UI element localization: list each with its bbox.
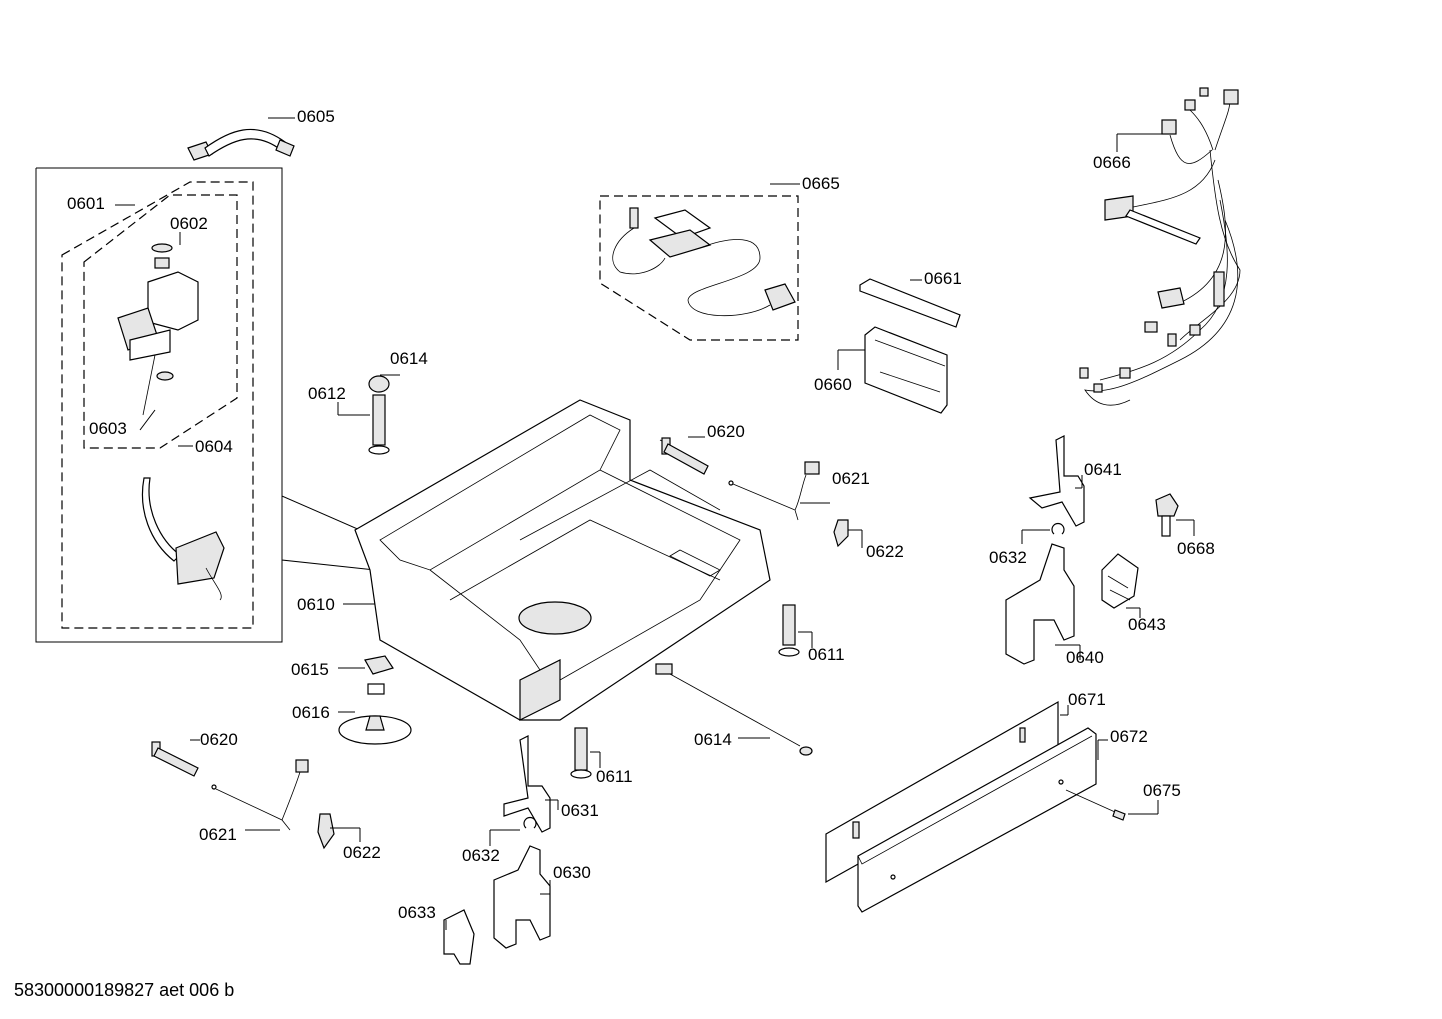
label-0601: 0601 — [67, 194, 105, 213]
label-0641: 0641 — [1084, 460, 1122, 479]
label-0611-right: 0611 — [808, 645, 845, 664]
label-0665: 0665 — [802, 174, 840, 193]
label-0621-lower: 0621 — [199, 825, 237, 844]
hinge-parts-left — [443, 735, 551, 965]
label-0615: 0615 — [291, 660, 329, 679]
label-0610: 0610 — [297, 595, 335, 614]
hinge-parts-right — [1005, 435, 1179, 665]
label-0621-upper: 0621 — [832, 469, 870, 488]
label-0643: 0643 — [1128, 615, 1166, 634]
label-0640: 0640 — [1066, 648, 1104, 667]
label-0605: 0605 — [297, 107, 335, 126]
label-0671: 0671 — [1068, 690, 1106, 709]
label-0620-lower: 0620 — [200, 730, 238, 749]
foot-part-right — [778, 604, 800, 657]
label-0614-top: 0614 — [390, 349, 428, 368]
power-cable-group — [599, 195, 799, 341]
label-0622-lower: 0622 — [343, 843, 381, 862]
document-id: 58300000189827 aet 006 b — [14, 980, 235, 1000]
kickplate-parts — [825, 700, 1126, 913]
label-0622-upper: 0622 — [866, 542, 904, 561]
cover-and-holder-part — [859, 278, 961, 414]
label-0620-upper: 0620 — [707, 422, 745, 441]
label-0632-left: 0632 — [462, 846, 500, 865]
rod-part-lower — [655, 663, 813, 756]
sensor-cable-part-upper — [728, 461, 849, 548]
label-0614-lower: 0614 — [694, 730, 732, 749]
water-inlet-group — [35, 167, 441, 643]
label-0675: 0675 — [1143, 781, 1181, 800]
label-0632-right: 0632 — [989, 548, 1027, 567]
foot-screw-part — [368, 375, 390, 455]
label-0630: 0630 — [553, 863, 591, 882]
label-0612: 0612 — [308, 384, 346, 403]
spring-part-upper — [661, 437, 709, 475]
foot-part-center — [570, 727, 592, 779]
label-0633: 0633 — [398, 903, 436, 922]
inlet-hose-part — [187, 128, 295, 161]
label-0602: 0602 — [170, 214, 208, 233]
label-0661: 0661 — [924, 269, 962, 288]
label-0668: 0668 — [1177, 539, 1215, 558]
spring-and-cable-lower — [151, 741, 335, 850]
wiring-harness-part — [1079, 87, 1241, 406]
label-0660: 0660 — [814, 375, 852, 394]
base-tray-part — [354, 399, 771, 721]
label-0616: 0616 — [292, 703, 330, 722]
cap-and-disc-part — [338, 655, 412, 745]
label-0604: 0604 — [195, 437, 233, 456]
label-0603: 0603 — [89, 419, 127, 438]
label-0611-center: 0611 — [596, 767, 633, 786]
label-0666: 0666 — [1093, 153, 1131, 172]
label-0631: 0631 — [561, 801, 599, 820]
label-0672: 0672 — [1110, 727, 1148, 746]
